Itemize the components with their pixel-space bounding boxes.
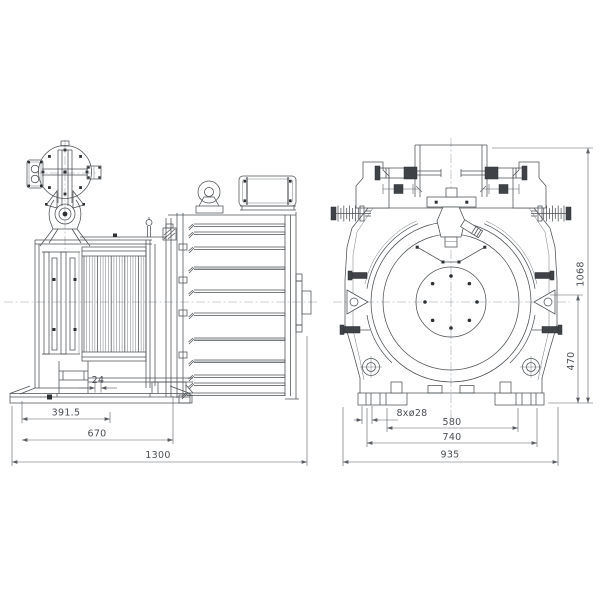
dim-391-5: 391.5 [52, 408, 81, 419]
side-bolt-left-upper [347, 270, 368, 281]
brake-bracket-left [26, 159, 44, 189]
brake-lever [39, 149, 91, 247]
wing-bracket-left [355, 161, 390, 209]
tie-rod-right [460, 165, 528, 194]
side-bolt-left-lower [339, 324, 370, 335]
mounting-feet [357, 381, 545, 406]
terminal-box [238, 175, 297, 211]
side-view: 24 391.5 670 1300 [9, 140, 312, 466]
front-frame [339, 161, 563, 393]
bed-plate [9, 385, 191, 404]
dim-580: 580 [442, 417, 461, 428]
angled-bolt [460, 219, 484, 239]
dim-1300: 1300 [145, 450, 170, 461]
corner-boss-right [520, 356, 542, 378]
housing-flange [80, 213, 188, 398]
dim-670: 670 [87, 429, 106, 440]
motor-fins [168, 212, 299, 400]
shaft-stub [295, 273, 312, 333]
tie-rod-left [374, 165, 442, 194]
machine-housing [34, 239, 156, 388]
front-view: 8xø28 580 740 935 470 1068 [330, 144, 593, 466]
side-bolt-right-lower [532, 324, 563, 335]
traction-sheave-grooves [81, 246, 147, 362]
corner-boss-left [360, 356, 382, 378]
dim-740: 740 [442, 432, 461, 443]
side-view-dimensions: 24 391.5 670 1300 [11, 336, 308, 466]
wing-bracket-right [512, 161, 547, 209]
rope-clamp [436, 206, 484, 248]
dim-935: 935 [440, 450, 459, 461]
dim-1068: 1068 [576, 261, 587, 286]
brake-bracket-right [86, 165, 102, 180]
dim-470: 470 [566, 351, 577, 370]
front-view-dimensions: 8xø28 580 740 935 470 1068 [342, 147, 593, 466]
mounting-plate [426, 196, 477, 208]
sheave-bolt-circle [423, 274, 479, 330]
dim-8xd28: 8xø28 [396, 408, 427, 419]
lifting-eye [195, 180, 224, 214]
side-bolt-right-upper [534, 270, 555, 281]
support-blocks [19, 361, 194, 404]
dim-24: 24 [92, 375, 105, 386]
spring-assembly-right [531, 205, 572, 222]
spring-assembly-left [330, 205, 371, 222]
